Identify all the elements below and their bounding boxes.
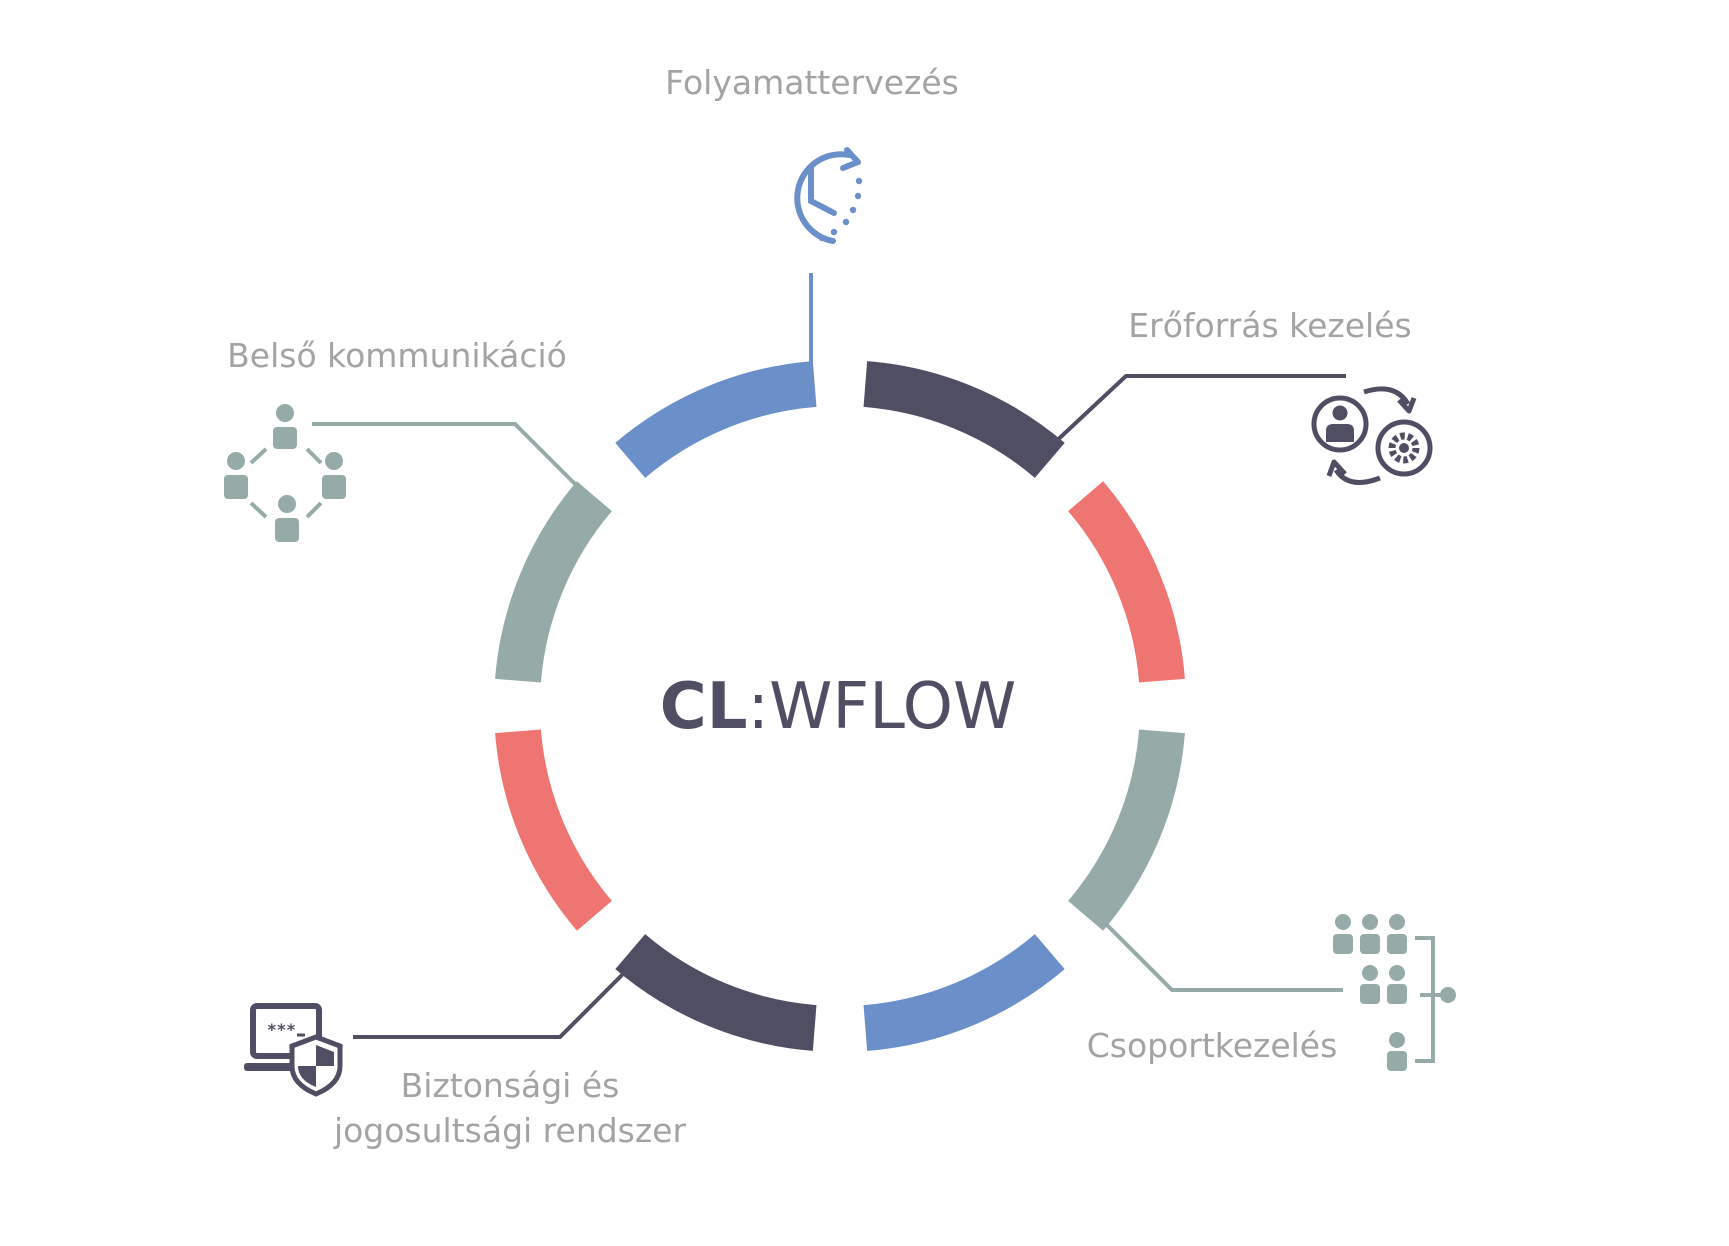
ring <box>495 361 1185 1051</box>
center-title-bold: CL <box>660 670 748 744</box>
user-group-hierarchy-icon <box>1333 914 1456 1071</box>
feature-process-label: Folyamattervezés <box>665 63 959 102</box>
laptop-shield-icon: *** <box>244 1003 343 1097</box>
people-network-icon <box>224 404 346 542</box>
ring-segment-5 <box>863 934 1065 1051</box>
security-connector <box>353 964 633 1039</box>
feature-communication: Belső kommunikáció <box>224 336 590 542</box>
feature-process: Folyamattervezés <box>665 63 959 378</box>
ring-segment-1 <box>615 361 817 478</box>
feature-security: Biztonsági és jogosultsági rendszer *** <box>244 964 687 1150</box>
user-gear-cycle-icon <box>1311 386 1433 485</box>
feature-security-label-line2: jogosultsági rendszer <box>333 1111 687 1150</box>
feature-group: Csoportkezelés <box>1087 914 1456 1071</box>
ring-segment-4 <box>1068 729 1185 931</box>
center-title-separator: : <box>748 670 770 744</box>
svg-text:***: *** <box>267 1020 296 1039</box>
feature-resource-label: Erőforrás kezelés <box>1128 306 1411 345</box>
feature-resource: Erőforrás kezelés <box>1048 306 1433 485</box>
resource-connector <box>1048 374 1346 449</box>
feature-group-label: Csoportkezelés <box>1087 1026 1338 1065</box>
ring-segment-3 <box>1068 481 1185 683</box>
ring-segment-8 <box>495 481 612 683</box>
group-connector <box>1100 918 1343 992</box>
feature-communication-label: Belső kommunikáció <box>227 336 567 375</box>
ring-segment-7 <box>495 729 612 931</box>
ring-segment-6 <box>615 934 817 1051</box>
feature-security-label-line1: Biztonsági és <box>401 1066 620 1105</box>
center-title-light: WFLOW <box>769 670 1016 744</box>
communication-connector <box>312 422 590 499</box>
center-title: CL:WFLOW <box>660 670 1016 744</box>
ring-segment-2 <box>863 361 1065 478</box>
clock-refresh-icon <box>794 147 863 244</box>
